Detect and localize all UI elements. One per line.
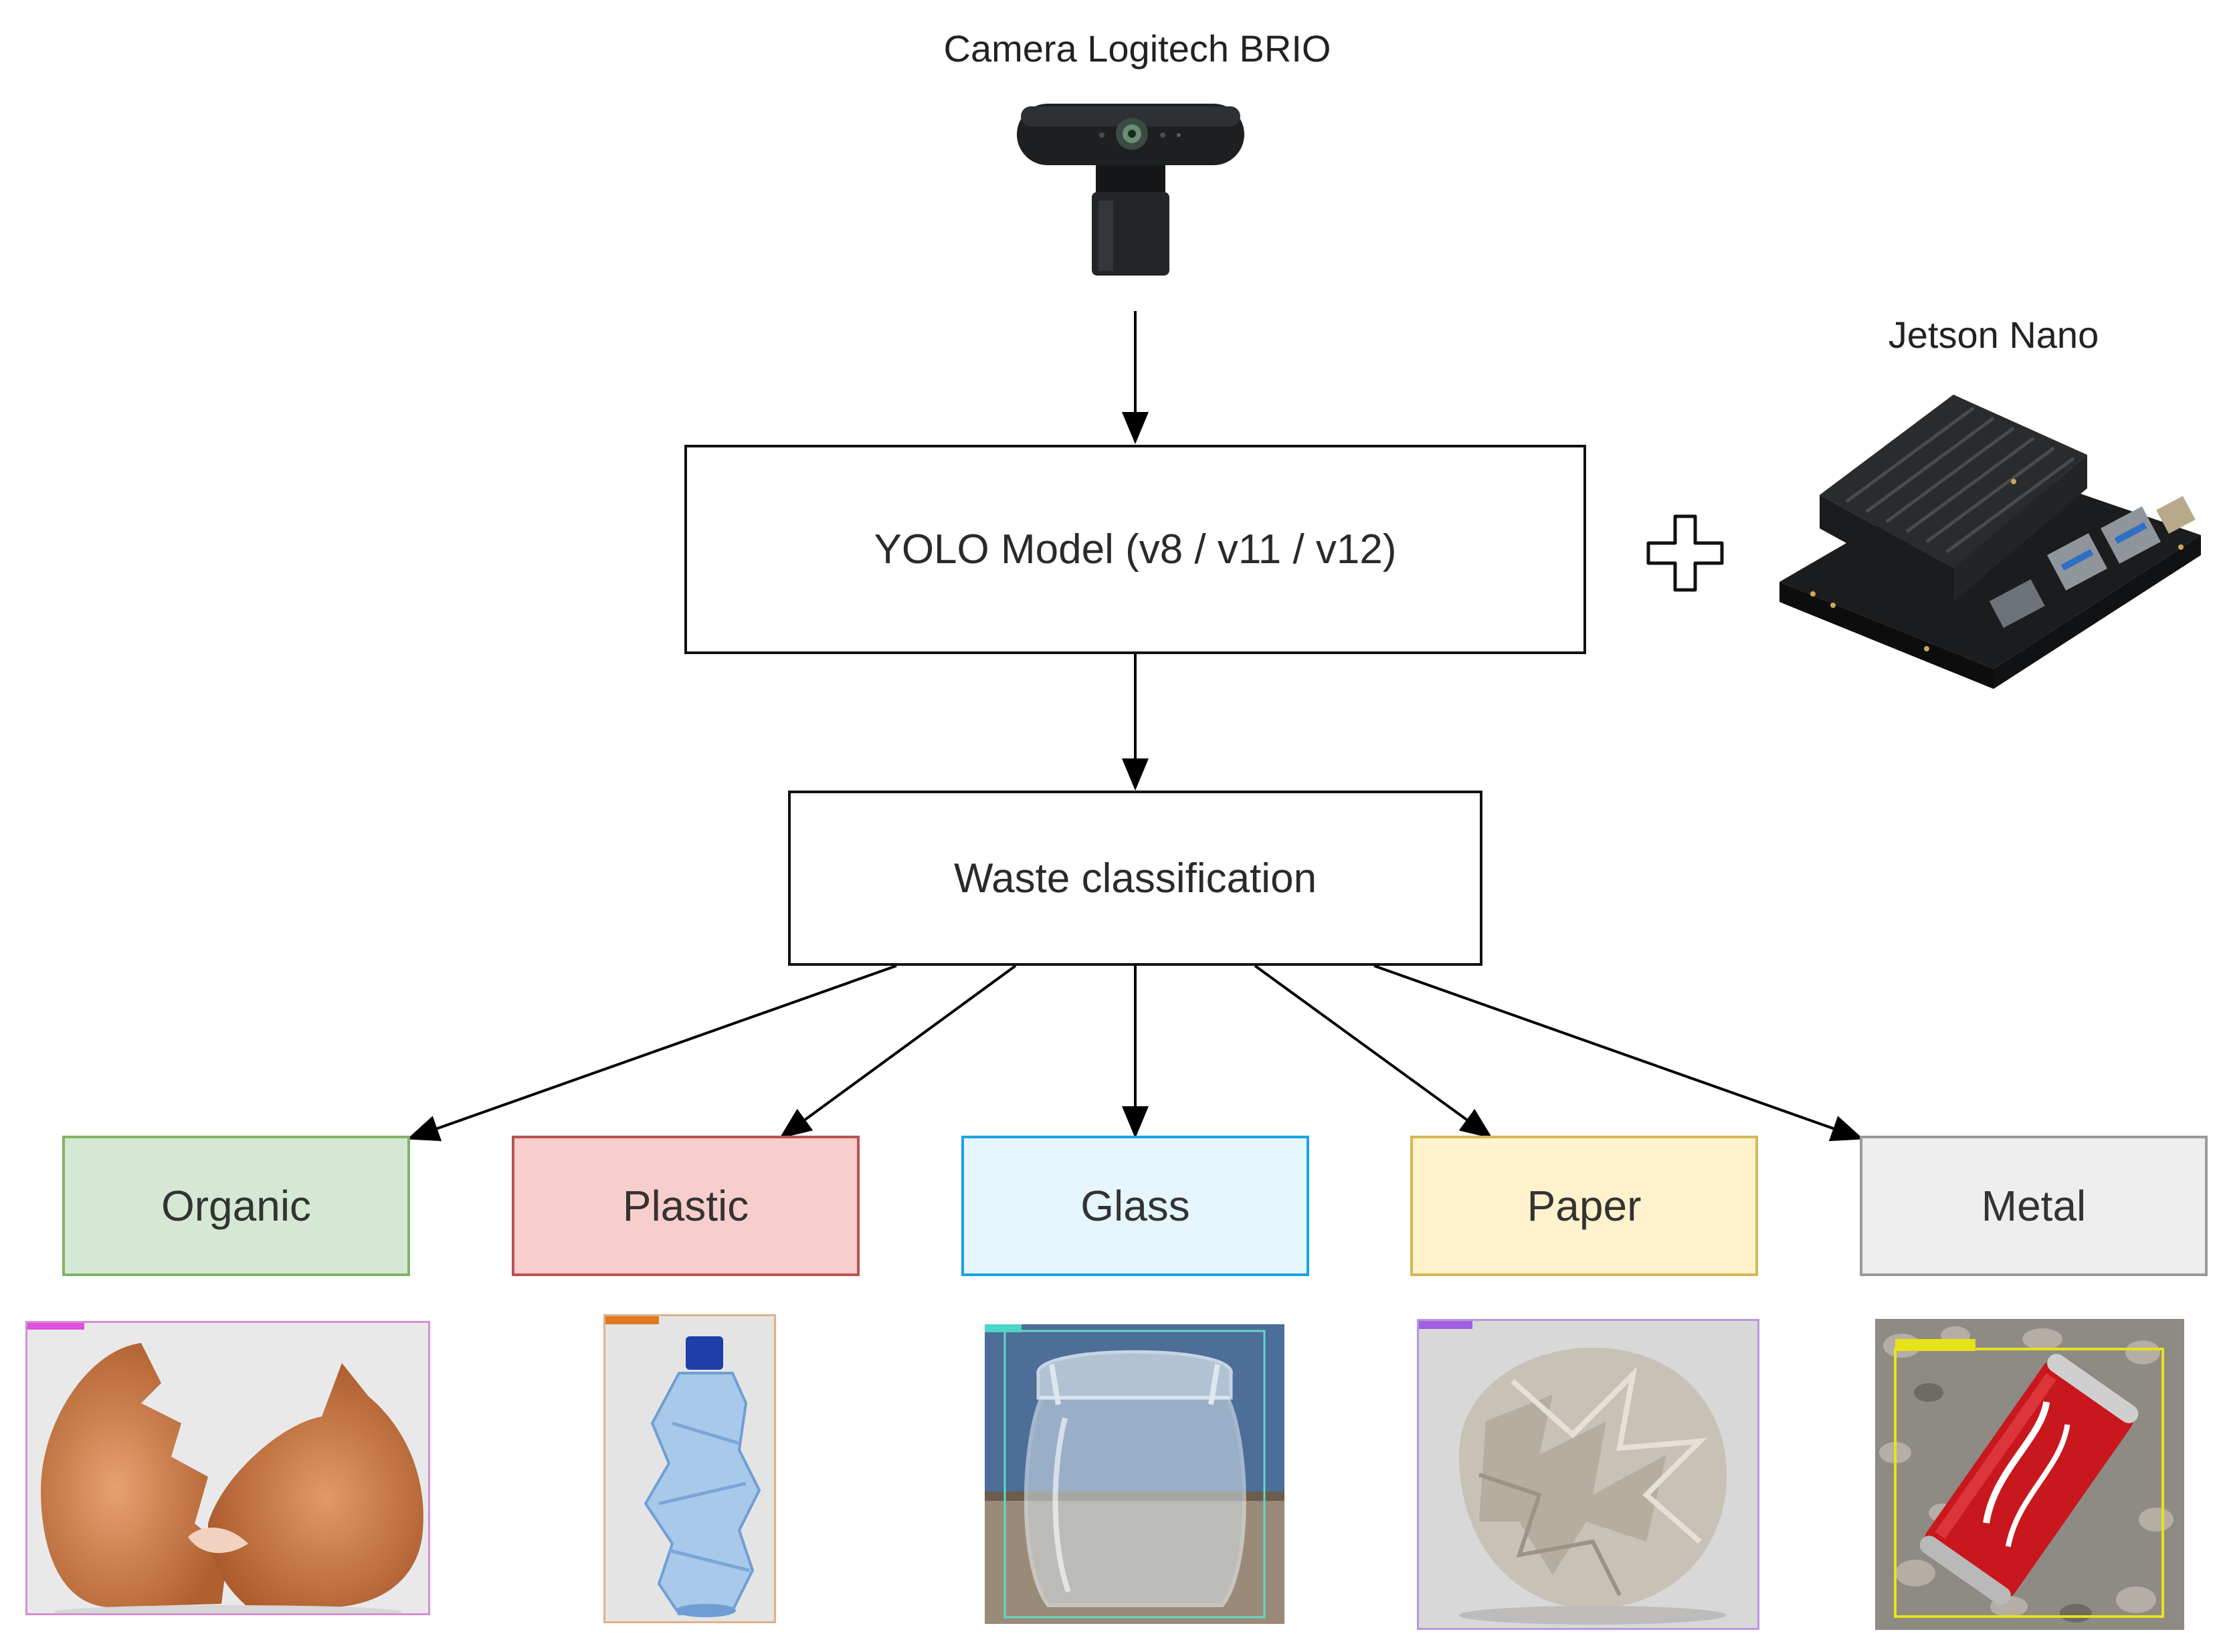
jetson-board-icon bbox=[1779, 395, 2201, 689]
eggshell-image bbox=[25, 1321, 430, 1615]
category-paper-label: Paper bbox=[1527, 1182, 1642, 1230]
category-glass-label: Glass bbox=[1080, 1182, 1190, 1230]
glass-jar-image bbox=[985, 1324, 1284, 1624]
arrow-to-organic bbox=[407, 964, 897, 1142]
arrow-to-metal bbox=[1373, 964, 1864, 1142]
detection-tag bbox=[27, 1323, 84, 1330]
category-paper: Paper bbox=[1410, 1136, 1758, 1276]
plus-icon bbox=[1646, 514, 1724, 592]
webcam-icon bbox=[1017, 104, 1244, 276]
detection-tag bbox=[1419, 1321, 1472, 1329]
category-organic: Organic bbox=[62, 1136, 410, 1276]
yolo-model-box: YOLO Model (v8 / v11 / v12) bbox=[684, 445, 1586, 654]
category-glass: Glass bbox=[961, 1136, 1309, 1276]
waste-classification-label: Waste classification bbox=[953, 855, 1317, 902]
detection-tag bbox=[985, 1324, 1022, 1332]
detection-tag bbox=[605, 1316, 659, 1324]
soda-can-image bbox=[1875, 1319, 2184, 1630]
category-plastic-label: Plastic bbox=[622, 1182, 749, 1230]
category-plastic: Plastic bbox=[512, 1136, 860, 1276]
crumpled-paper-image bbox=[1417, 1319, 1759, 1630]
arrow-to-plastic bbox=[779, 964, 1017, 1139]
waste-classification-box: Waste classification bbox=[788, 791, 1482, 966]
jetson-nano-label: Jetson Nano bbox=[1888, 314, 2099, 356]
category-metal: Metal bbox=[1860, 1136, 2208, 1276]
yolo-model-label: YOLO Model (v8 / v11 / v12) bbox=[874, 526, 1397, 573]
category-organic-label: Organic bbox=[161, 1182, 312, 1230]
category-metal-label: Metal bbox=[1981, 1182, 2087, 1230]
plastic-bottle-image bbox=[603, 1314, 776, 1623]
camera-label: Camera Logitech BRIO bbox=[943, 27, 1331, 70]
arrow-to-paper bbox=[1254, 964, 1493, 1139]
